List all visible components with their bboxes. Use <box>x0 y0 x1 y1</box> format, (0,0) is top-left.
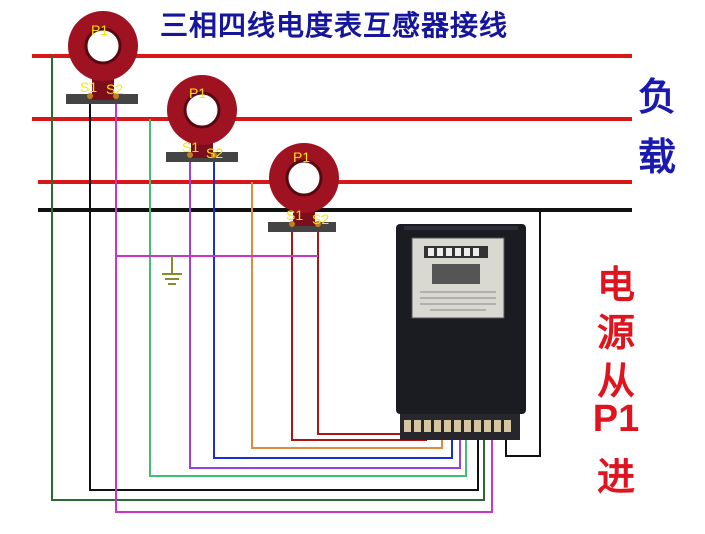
load-label-char-2: 载 <box>638 135 677 179</box>
wire-phase-b-voltage <box>149 119 467 477</box>
power-label-char-1: 电 <box>596 263 635 307</box>
current-transformer-a <box>66 11 138 104</box>
ct-c-hole <box>285 159 323 197</box>
wire-c-s2 <box>317 224 434 435</box>
ct-a-s1-label: S1 <box>80 79 97 95</box>
meter-window <box>432 264 480 284</box>
ct-c-s2-label: S2 <box>312 211 329 227</box>
current-transformer-c <box>268 143 339 232</box>
current-transformer-b <box>166 75 238 162</box>
ct-c-bracket <box>268 222 336 232</box>
wire-neutral-meter <box>505 210 541 457</box>
wire-a-s1 <box>89 98 479 491</box>
ct-c-p1-label: P1 <box>293 149 310 165</box>
wire-a-s2 <box>115 98 493 513</box>
ct-b-s2-label: S2 <box>206 145 223 161</box>
ct-a-p1-label: P1 <box>91 22 108 38</box>
power-label-char-4: P1 <box>592 398 640 440</box>
wire-phase-c-voltage <box>251 182 443 449</box>
wire-b-s2 <box>213 158 453 459</box>
ct-b-p1-label: P1 <box>189 85 206 101</box>
meter-wires <box>51 56 541 513</box>
load-label-char-1: 负 <box>638 75 677 119</box>
ct-c-s1-label: S1 <box>286 207 303 223</box>
ct-a-s2-label: S2 <box>106 81 123 97</box>
ct-b-hole <box>183 91 221 129</box>
ct-b-s1-label: S1 <box>182 139 199 155</box>
energy-meter <box>396 224 526 440</box>
power-label-char-5: 进 <box>596 455 635 499</box>
wire-b-s1 <box>189 158 461 469</box>
meter-terminals <box>404 420 511 432</box>
ct-labels: P1 S1 S2 P1 S1 S2 P1 S1 S2 <box>80 22 329 227</box>
ground-symbol <box>162 256 182 285</box>
wire-phase-a-voltage <box>51 56 485 501</box>
diagram-title: 三相四线电度表互感器接线 <box>160 9 509 42</box>
power-label-char-3: 从 <box>596 359 635 403</box>
power-label-char-2: 源 <box>596 311 635 355</box>
ct-a-hole <box>84 27 122 65</box>
